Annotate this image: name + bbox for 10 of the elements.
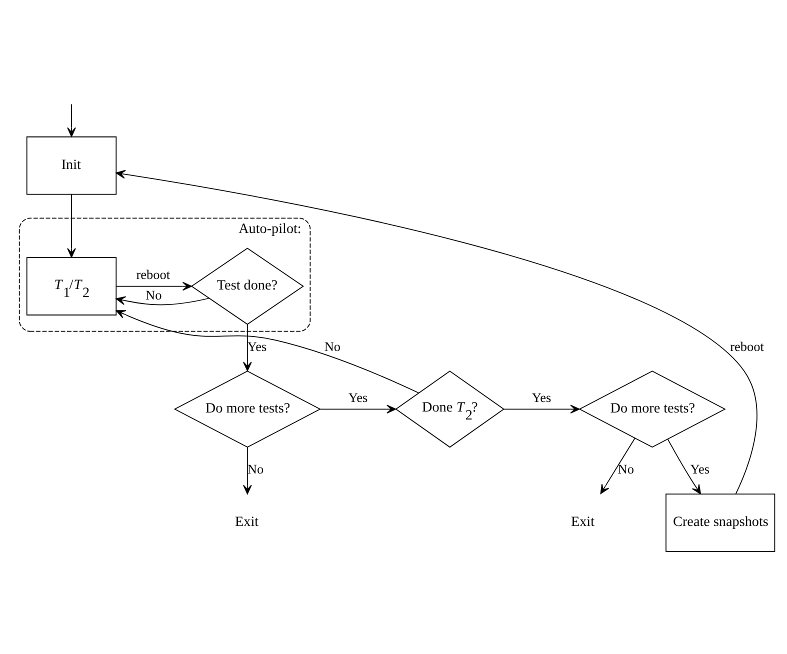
edge-label: Yes [348,390,368,405]
edge-label: reboot [136,266,170,282]
edge-label: reboot [730,338,764,354]
node-text: Exit [570,514,595,530]
node-text: Exit [235,514,259,530]
edge-label: No [618,461,634,476]
edge-label: No [324,338,341,354]
edge-label: Yes [690,461,710,476]
edge-label: Yes [532,390,552,405]
edge-label: No [146,287,162,302]
